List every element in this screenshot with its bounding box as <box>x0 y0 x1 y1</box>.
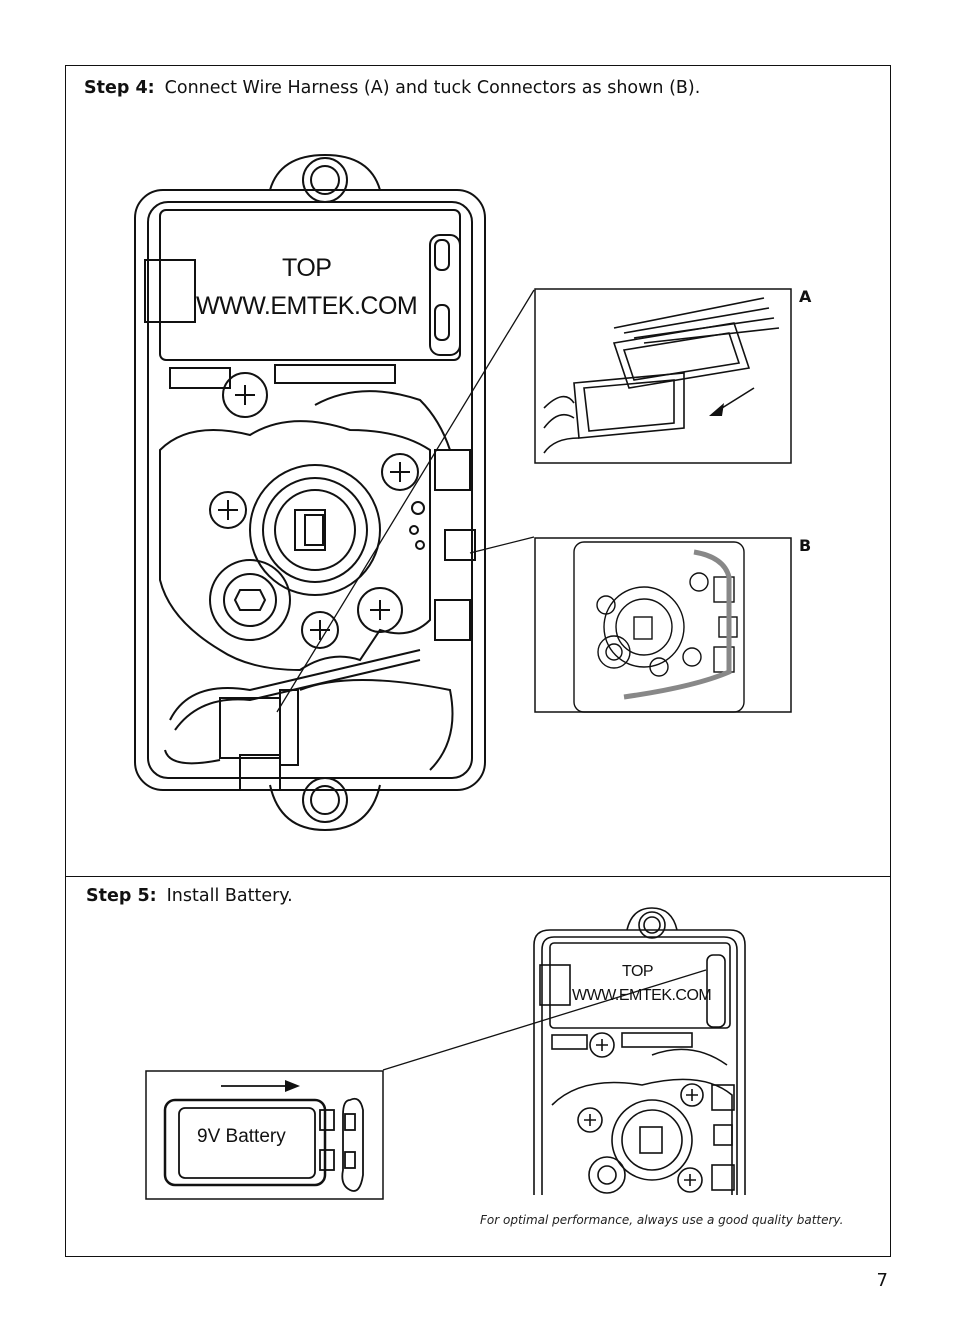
step5-label: Step 5: <box>86 886 157 906</box>
battery-label: 9V Battery <box>197 1126 286 1147</box>
step4-title: Step 4: Connect Wire Harness (A) and tuck… <box>84 78 700 98</box>
step4-housing-illustration <box>134 153 486 832</box>
step5-title: Step 5: Install Battery. <box>86 886 293 906</box>
step5-panel <box>65 876 891 1257</box>
battery-detail-illustration <box>145 1070 384 1200</box>
step5-housing-url-text: WWW.EMTEK.COM <box>572 987 712 1004</box>
step4-text: Connect Wire Harness (A) and tuck Connec… <box>164 78 701 98</box>
step5-text: Install Battery. <box>166 886 293 906</box>
step5-housing-illustration <box>533 907 746 1195</box>
battery-note: For optimal performance, always use a go… <box>480 1213 844 1227</box>
step4-label: Step 4: <box>84 78 155 98</box>
step4-housing-url-text: WWW.EMTEK.COM <box>196 292 418 320</box>
step4-housing-top-text: TOP <box>282 254 332 282</box>
detail-b-tuck-illustration <box>534 537 792 713</box>
page-number: 7 <box>876 1270 888 1291</box>
callout-b: B <box>799 536 812 555</box>
callout-a: A <box>799 287 812 306</box>
detail-a-connector-illustration <box>534 288 792 464</box>
step5-housing-top-text: TOP <box>622 963 654 980</box>
